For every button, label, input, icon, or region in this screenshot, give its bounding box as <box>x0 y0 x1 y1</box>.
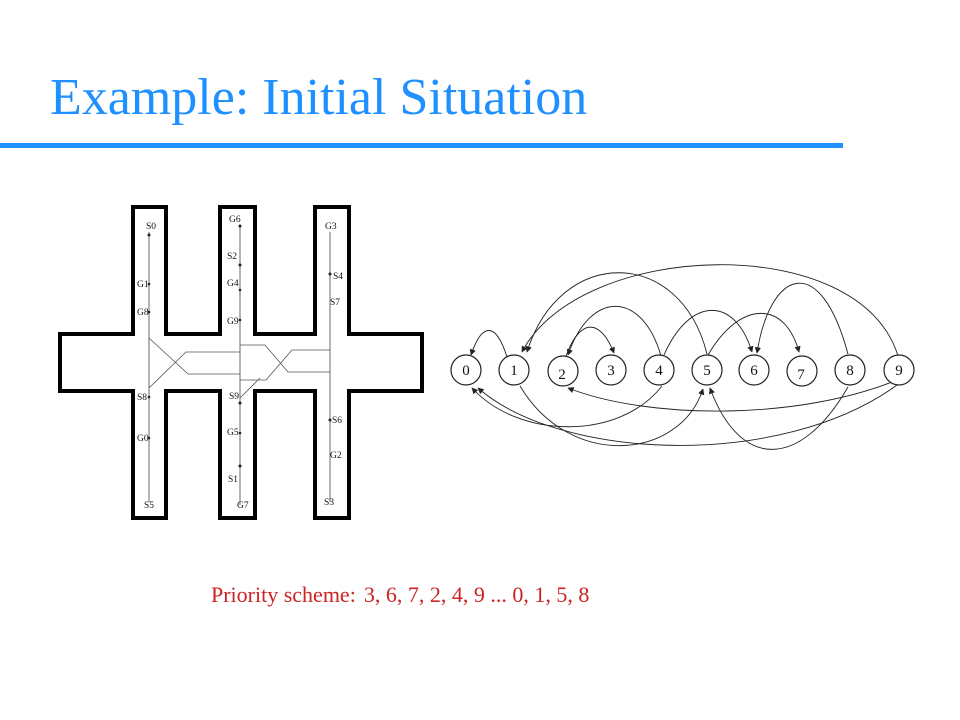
edge-8-5 <box>708 386 849 450</box>
graph-node <box>883 354 915 386</box>
graph-node <box>786 355 818 387</box>
graph-node <box>450 354 482 386</box>
map-label: G3 <box>325 222 337 232</box>
edge-9-1 <box>521 264 899 357</box>
graph-node <box>834 354 866 386</box>
graph-node <box>498 354 530 386</box>
map-label: S1 <box>228 475 238 485</box>
edge-4-2 <box>566 305 662 357</box>
graph-node-label: 5 <box>703 363 711 379</box>
road-map-outline <box>58 205 424 520</box>
priority-scheme-values: 3, 6, 7, 2, 4, 9 ... 0, 1, 5, 8 <box>363 582 590 607</box>
map-label: S5 <box>144 501 154 511</box>
priority-scheme-label: Priority scheme: <box>211 582 356 607</box>
priority-graph: 0 1 2 3 4 5 6 7 8 9 <box>450 264 915 450</box>
graph-node-label: 6 <box>750 363 758 379</box>
graph-edges <box>469 264 899 450</box>
edge-1-0 <box>469 330 508 358</box>
map-label: S8 <box>137 393 147 403</box>
map-label: G5 <box>227 428 239 438</box>
edge-9-0 <box>477 384 898 446</box>
graph-node <box>738 354 770 386</box>
edge-4-6 <box>663 310 754 356</box>
graph-node <box>691 354 723 386</box>
edge-4-0 <box>471 385 663 428</box>
graph-node-label: 7 <box>797 367 805 383</box>
map-label: G7 <box>237 501 249 511</box>
map-label: S3 <box>324 498 334 508</box>
graph-node-label: 8 <box>846 363 854 379</box>
map-label: G0 <box>137 434 149 444</box>
graph-node <box>547 355 579 387</box>
graph-node-label: 9 <box>895 363 903 379</box>
edge-1-5 <box>519 385 705 447</box>
map-label: G9 <box>227 317 239 327</box>
edge-5-7 <box>707 313 801 356</box>
location-dots <box>147 224 332 468</box>
graph-node-label: 2 <box>558 367 566 383</box>
map-label: S0 <box>146 222 156 232</box>
map-label: S2 <box>227 252 237 262</box>
graph-nodes <box>450 354 915 387</box>
map-label: G1 <box>137 280 149 290</box>
crossing-routes <box>148 337 330 399</box>
edge-9-2 <box>567 379 898 412</box>
map-label: S6 <box>332 416 342 426</box>
map-label: G4 <box>227 279 239 289</box>
priority-scheme: Priority scheme: 3, 6, 7, 2, 4, 9 ... 0, … <box>211 582 589 608</box>
graph-node-label: 1 <box>510 363 518 379</box>
map-label: G6 <box>229 215 241 225</box>
map-label: G8 <box>137 308 149 318</box>
graph-node <box>595 354 627 386</box>
map-label: S4 <box>333 272 343 282</box>
graph-node-label: 0 <box>462 363 470 379</box>
edge-8-6 <box>754 282 849 355</box>
map-label: G2 <box>330 451 342 461</box>
graph-node <box>643 354 675 386</box>
slide-title: Example: Initial Situation <box>50 69 588 126</box>
edge-5-1 <box>525 272 708 355</box>
title-underline <box>0 143 843 148</box>
map-label: S9 <box>229 392 239 402</box>
graph-node-label: 3 <box>607 363 615 379</box>
map-label: S7 <box>330 298 340 308</box>
edge-2-3 <box>565 326 615 357</box>
road-map: S0 G1 G8 S8 G0 S5 G6 S2 G4 G9 S9 G5 S1 G… <box>58 205 424 520</box>
graph-node-label: 4 <box>655 363 663 379</box>
